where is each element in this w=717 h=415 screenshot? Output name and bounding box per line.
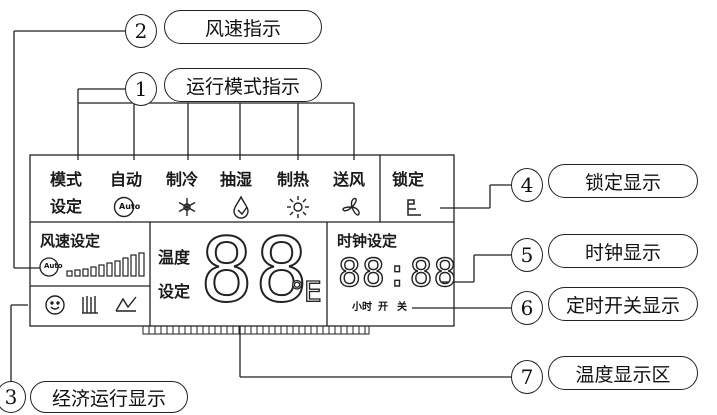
fan-auto-icon: Auto xyxy=(38,256,64,278)
callout-1-number: 1 xyxy=(125,72,157,106)
fan-icon xyxy=(340,195,364,223)
mode-dry-label: 抽湿 xyxy=(220,170,253,189)
timer-hour-label: 小时 xyxy=(352,302,372,313)
smiley-icon xyxy=(44,294,66,320)
sleep-icon xyxy=(114,293,138,319)
temp-unit: °E xyxy=(289,275,322,308)
callout-4-label: 锁定显示 xyxy=(548,164,698,198)
callout-5-label: 时钟显示 xyxy=(548,234,698,268)
temp-label-bottom: 设定 xyxy=(158,282,191,301)
mode-label-top: 模式 xyxy=(50,170,83,189)
timer-off-label: 关 xyxy=(397,302,407,313)
fan-speed-bars-icon xyxy=(66,252,148,282)
clock-digits: 88:88 xyxy=(337,251,458,295)
callout-6-label: 定时开关显示 xyxy=(548,287,698,321)
callout-6-number: 6 xyxy=(511,291,543,325)
connector-strip xyxy=(142,325,370,335)
callout-3-label: 经济运行显示 xyxy=(30,381,188,413)
droplet-icon xyxy=(230,195,252,223)
mode-cool-label: 制冷 xyxy=(166,170,199,189)
heater-icon xyxy=(80,293,102,321)
mode-label-bottom: 设定 xyxy=(50,197,83,216)
snowflake-icon xyxy=(176,196,198,222)
callout-5-number: 5 xyxy=(511,238,543,272)
mode-auto-label: 自动 xyxy=(110,170,143,189)
clock-label: 时钟设定 xyxy=(337,232,398,250)
temp-label-top: 温度 xyxy=(158,248,191,267)
callout-2-label: 风速指示 xyxy=(164,10,322,44)
sun-icon xyxy=(286,195,310,223)
callout-7-label: 温度显示区 xyxy=(548,356,698,390)
lock-label: 锁定 xyxy=(392,170,425,189)
lock-icon xyxy=(404,197,424,223)
auto-icon: Auto xyxy=(113,196,140,218)
fan-speed-label: 风速设定 xyxy=(40,232,101,250)
callout-2-number: 2 xyxy=(125,14,157,48)
callout-1-label: 运行模式指示 xyxy=(164,68,322,102)
mode-heat-label: 制热 xyxy=(277,170,310,189)
callout-7-number: 7 xyxy=(511,360,543,394)
mode-fan-label: 送风 xyxy=(333,170,366,189)
timer-on-label: 开 xyxy=(378,302,388,313)
temp-digits: 88 xyxy=(199,219,310,322)
callout-3-number: 3 xyxy=(0,381,26,413)
callout-4-number: 4 xyxy=(511,168,543,202)
